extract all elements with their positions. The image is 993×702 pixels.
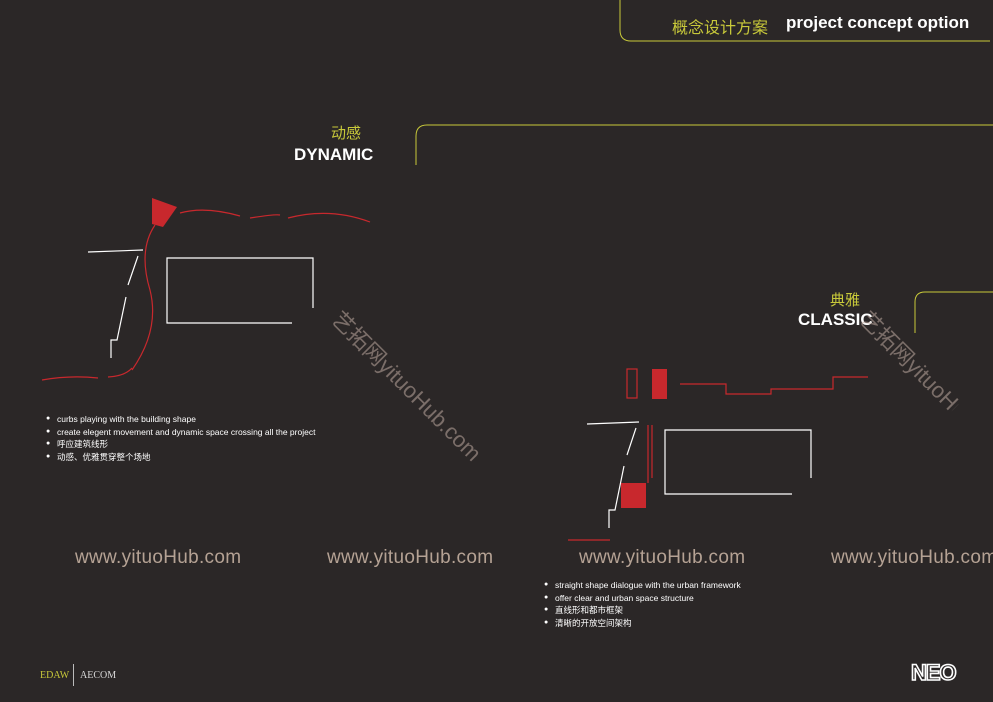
dynamic-title-en: DYNAMIC: [294, 145, 374, 164]
list-item: 呼应建筑线形: [46, 438, 315, 451]
dynamic-red-shape: [152, 198, 177, 227]
dynamic-red-curve-top2: [249, 214, 281, 219]
list-item: 清晰的开放空间架构: [544, 617, 741, 630]
list-item: offer clear and urban space structure: [544, 592, 741, 605]
classic-frame-line: [914, 291, 993, 333]
header-frame-line: [619, 0, 990, 42]
dynamic-title-cn: 动感: [331, 125, 362, 142]
classic-diagram: [568, 368, 868, 541]
classic-white-path-left: [608, 427, 637, 528]
edaw-logo: EDAW: [40, 670, 70, 681]
dynamic-frame-line: [415, 124, 993, 165]
dynamic-white-line-top: [87, 249, 144, 253]
list-item: straight shape dialogue with the urban f…: [544, 579, 741, 592]
list-item: 直线形和都市框架: [544, 604, 741, 617]
logo-divider: [73, 664, 74, 686]
dynamic-red-curve-left: [131, 224, 156, 371]
classic-red-rect-bottom: [621, 483, 646, 508]
dynamic-white-path-left: [110, 255, 139, 358]
classic-red-outline-rect: [626, 368, 638, 399]
list-item: 动感、优雅贯穿整个场地: [46, 451, 315, 464]
list-item: curbs playing with the building shape: [46, 413, 315, 426]
dynamic-diagram: [41, 198, 371, 381]
watermark-text: www.yituoHub.com: [75, 547, 242, 568]
classic-bullet-list: straight shape dialogue with the urban f…: [544, 579, 741, 629]
header-title-en: project concept option: [786, 13, 970, 32]
watermark-text: www.yituoHub.com: [831, 547, 993, 568]
list-item: create elegent movement and dynamic spac…: [46, 426, 315, 439]
dynamic-red-curve-bottom2: [107, 367, 133, 378]
dynamic-red-curve-top3: [287, 212, 371, 223]
dynamic-white-building: [166, 257, 314, 324]
dynamic-bullet-list: curbs playing with the building shape cr…: [46, 413, 315, 463]
dynamic-red-curve-bottom: [41, 376, 99, 381]
classic-title-cn: 典雅: [830, 292, 861, 309]
watermark-text: www.yituoHub.com: [327, 547, 494, 568]
neo-logo: NEO: [910, 659, 957, 686]
header-title-cn: 概念设计方案: [672, 20, 769, 37]
aecom-logo: AECOM: [80, 670, 117, 681]
classic-red-rect-top: [652, 369, 667, 399]
classic-title-en: CLASSIC: [798, 310, 873, 329]
watermark-text: www.yituoHub.com: [579, 547, 746, 568]
dynamic-red-curve-top: [179, 209, 241, 217]
classic-white-building: [664, 429, 812, 495]
classic-red-stepped-line: [680, 376, 868, 395]
classic-white-line-top: [586, 421, 640, 425]
